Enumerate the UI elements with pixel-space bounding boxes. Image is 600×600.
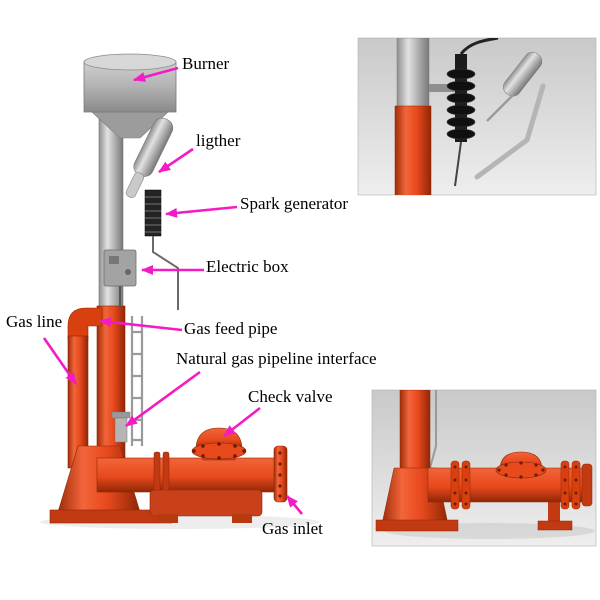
mid-flange [162, 451, 170, 497]
inset-flange-left [450, 460, 471, 510]
inset-check-valve-photo [371, 389, 597, 547]
mid-flange [153, 451, 161, 497]
horizontal-gas-pipe [96, 457, 284, 493]
spark-generator-drawing [144, 189, 179, 310]
label-spark-generator: Spark generator [240, 194, 349, 213]
inset-electrode-rod [429, 390, 437, 469]
label-gas-inlet: Gas inlet [262, 519, 323, 538]
support-bracket [130, 316, 144, 446]
arrow-gas-line [42, 337, 78, 385]
lighter-drawing [125, 117, 174, 198]
arrow-check-valve [223, 406, 261, 438]
inset-pipe-orange [394, 105, 432, 195]
gas-feed-pipe-drawing [67, 307, 103, 341]
inset-spark-generator [446, 38, 499, 187]
burner-drawing [83, 53, 177, 139]
inset-pipe-grey [396, 38, 430, 111]
inset-bracket [429, 84, 457, 92]
inset-support [548, 498, 560, 524]
arrow-gas-feed-pipe [99, 317, 183, 332]
arrow-pipeline-interface [125, 370, 201, 428]
label-arrows [42, 66, 303, 515]
electric-box-drawing [103, 249, 137, 308]
arrow-spark-generator [165, 205, 238, 218]
label-electric-box: Electric box [206, 257, 289, 276]
arrow-burner [133, 66, 179, 82]
pipeline-interface-drawing [111, 411, 131, 443]
inset-check-valve-cap [495, 451, 547, 479]
pump-body-drawing [149, 489, 263, 523]
gas-inlet-flange [273, 445, 288, 503]
inset-flange-right [560, 460, 593, 510]
arrow-lighter [158, 147, 194, 174]
inset-vertical-pipe [399, 390, 431, 483]
label-gas-line: Gas line [6, 312, 63, 331]
label-lighter: ligther [196, 131, 241, 150]
check-valve-drawing [191, 427, 247, 461]
inset-bent-tube [474, 83, 546, 180]
label-check-valve: Check valve [248, 387, 333, 406]
inset-base-plate [375, 519, 459, 532]
inset-lighter-body [503, 51, 543, 97]
label-natural-gas-pipeline-interface: Natural gas pipeline interface [176, 349, 377, 368]
inset-spark-generator-photo [357, 37, 597, 196]
inset-rod [486, 95, 513, 122]
label-gas-feed-pipe: Gas feed pipe [184, 319, 278, 338]
arrow-gas-inlet [286, 495, 303, 515]
label-burner: Burner [182, 54, 230, 73]
main-apparatus-photo [40, 53, 320, 529]
